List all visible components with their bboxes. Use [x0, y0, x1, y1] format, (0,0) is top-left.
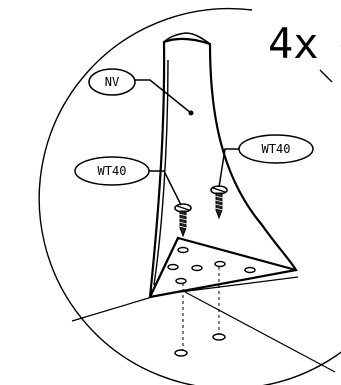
insertion-guides — [182, 267, 220, 350]
screw-left — [174, 203, 192, 238]
leg-part — [148, 32, 298, 299]
label-nv: NV — [105, 75, 119, 89]
label-wt40-right: WT40 — [262, 142, 291, 156]
callout-nv: NV — [88, 68, 194, 116]
floor-lines — [71, 276, 336, 373]
screw-right — [210, 185, 228, 220]
mounting-holes — [167, 246, 256, 285]
callout-wt40-right: WT40 — [218, 134, 314, 188]
detail-circle — [38, 7, 341, 385]
floor-holes — [174, 333, 226, 357]
label-wt40-left: WT40 — [98, 164, 127, 178]
callout-wt40-left: WT40 — [74, 156, 182, 206]
quantity-label: 4x — [268, 19, 319, 68]
